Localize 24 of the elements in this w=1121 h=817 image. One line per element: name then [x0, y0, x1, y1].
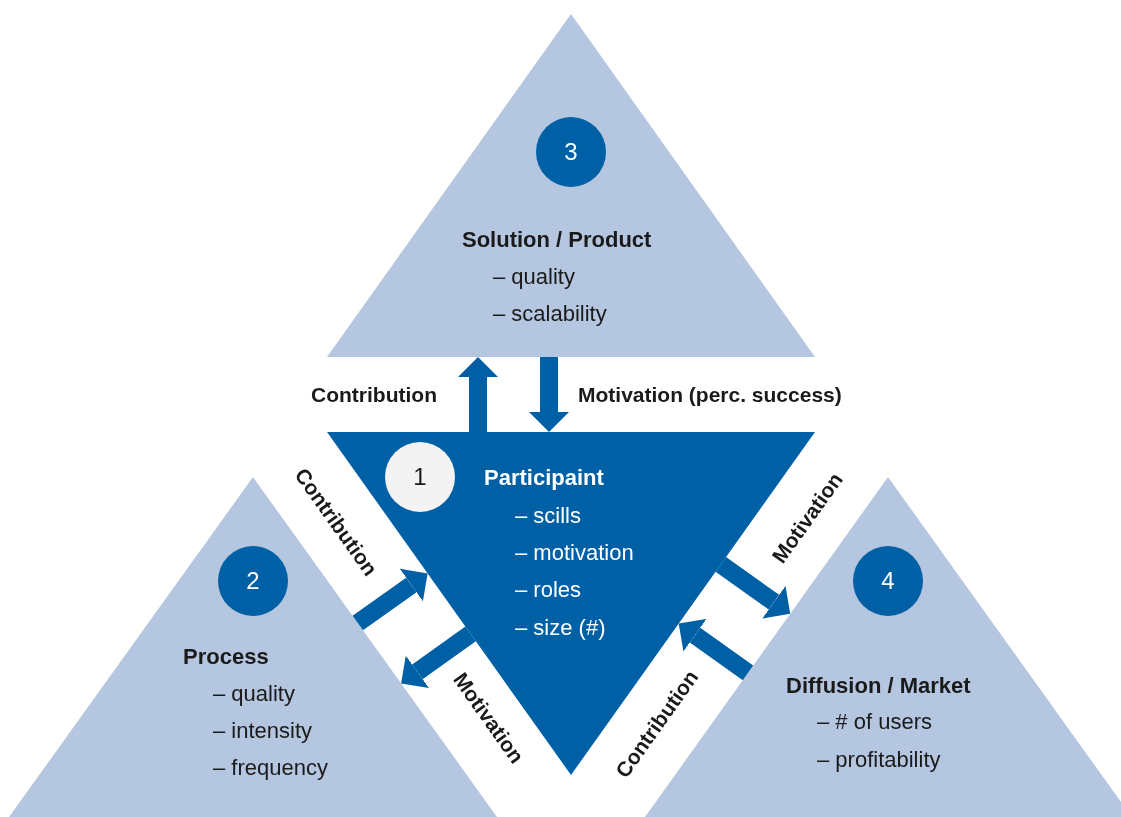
- list-item: – roles: [515, 576, 582, 604]
- heading: Solution / Product: [462, 226, 652, 254]
- edge-label: Contribution: [311, 382, 437, 408]
- list-item: – frequency: [213, 754, 328, 782]
- heading: Process: [183, 643, 269, 671]
- list-item: – size (#): [515, 614, 606, 642]
- heading: Participaint: [484, 464, 604, 492]
- list-item: – scalability: [493, 300, 607, 328]
- list-item: – intensity: [213, 717, 313, 745]
- heading: Diffusion / Market: [786, 672, 971, 700]
- block-arrow: [529, 357, 569, 432]
- block-arrow: [678, 618, 754, 681]
- block-arrow: [458, 357, 498, 432]
- block-arrow: [401, 626, 476, 689]
- list-item: – profitability: [817, 746, 941, 774]
- list-item: – quality: [213, 680, 295, 708]
- list-item: – scills: [515, 502, 581, 530]
- block-arrow: [715, 557, 791, 619]
- list-item: – quality: [493, 263, 575, 291]
- triangle-panel: [327, 14, 815, 357]
- list-item: – motivation: [515, 539, 634, 567]
- edge-label: Motivation (perc. success): [578, 382, 842, 408]
- list-item: – # of users: [817, 708, 932, 736]
- block-arrow: [352, 568, 428, 631]
